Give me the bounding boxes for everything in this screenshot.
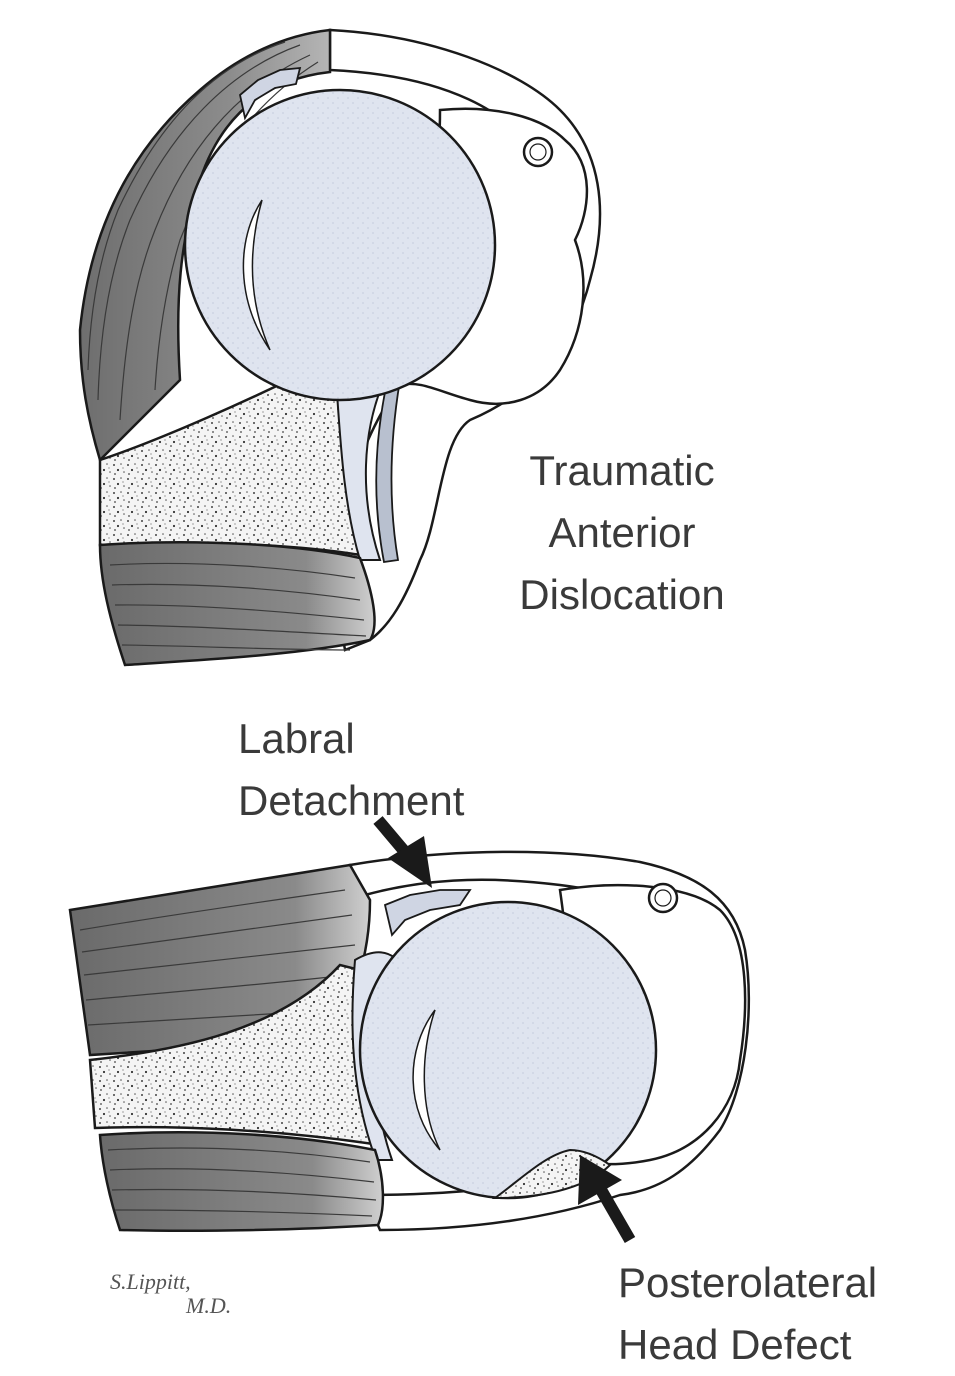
bottom-biceps-tendon (647, 882, 679, 914)
top-biceps-tendon (522, 136, 554, 168)
label-posterolateral-head-defect: Posterolateral Head Defect (618, 1252, 877, 1376)
labral-arrow (373, 816, 432, 888)
bottom-lower-muscle (98, 1131, 385, 1233)
top-lower-muscle (98, 541, 376, 667)
bottom-defect-diagram (68, 850, 751, 1233)
top-labrum-fragment (239, 66, 302, 121)
label-line: Detachment (238, 777, 465, 824)
label-line: Dislocation (519, 571, 725, 618)
label-line: Labral (238, 715, 355, 762)
label-line: Posterolateral (618, 1259, 878, 1306)
defect-arrow (578, 1155, 636, 1243)
bottom-lower-muscle-fibers (107, 1147, 377, 1217)
signature-line: S.Lippitt, (110, 1269, 191, 1294)
bottom-labrum-fragment (383, 889, 472, 937)
top-glenoid-rim (375, 376, 402, 564)
label-line: Traumatic (529, 447, 715, 494)
top-dislocation-diagram (78, 28, 602, 667)
artist-signature: S.Lippitt, M.D. (110, 1270, 231, 1318)
signature-line: M.D. (186, 1293, 232, 1318)
top-lower-muscle-fibers (109, 562, 367, 651)
label-labral-detachment: Labral Detachment (238, 708, 464, 832)
label-traumatic-anterior-dislocation: Traumatic Anterior Dislocation (497, 440, 747, 626)
bottom-head-highlight (412, 1009, 441, 1151)
label-line: Anterior (548, 509, 696, 556)
top-head-highlight (242, 199, 271, 351)
label-line: Head Defect (618, 1321, 852, 1368)
bottom-humeral-head (358, 900, 658, 1200)
top-humeral-head (183, 88, 497, 402)
